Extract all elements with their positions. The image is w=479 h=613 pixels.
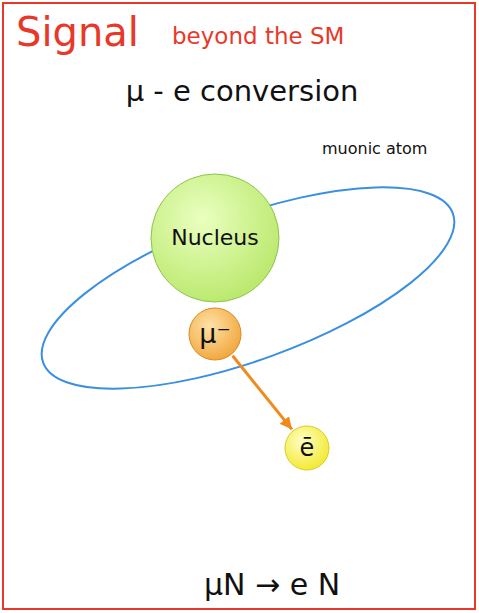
muon-circle: μ⁻ [188, 307, 242, 361]
orbit-ellipse [19, 146, 478, 430]
frame-border [3, 3, 475, 609]
subtitle: beyond the SM [172, 24, 344, 49]
node-text: μ⁻ [199, 319, 230, 349]
electron-circle: ē [284, 425, 330, 471]
conversion-arrow [233, 356, 292, 430]
reaction-formula: μN → e N [204, 568, 340, 601]
title: Signal [16, 10, 139, 54]
atom-label: muonic atom [322, 140, 427, 158]
node-text: ē [300, 435, 315, 461]
node-text: Nucleus [171, 226, 259, 250]
nucleus-circle: Nucleus [150, 173, 280, 303]
process-name: μ - e conversion [126, 76, 359, 108]
